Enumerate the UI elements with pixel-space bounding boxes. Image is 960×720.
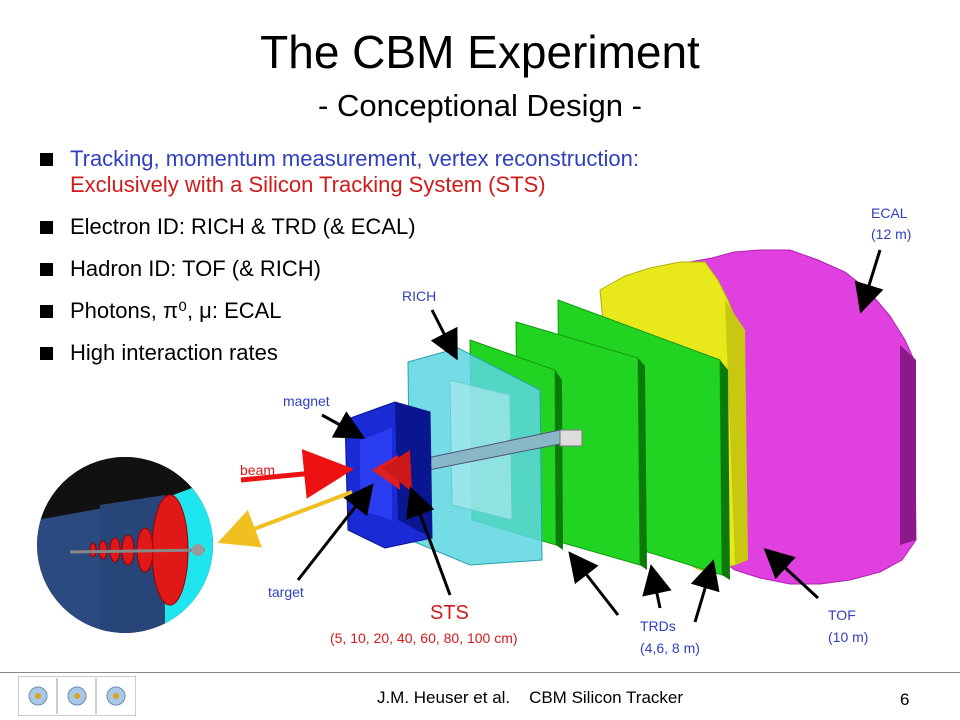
ecal-arrow [854, 249, 884, 314]
sts-label: STS [430, 602, 469, 624]
logo-strip [18, 676, 136, 716]
target-arrow [296, 483, 374, 581]
target-label: target [268, 584, 304, 600]
bullet-text: Photons, π⁰, μ: ECAL [70, 298, 282, 323]
sts-distances: (5, 10, 20, 40, 60, 80, 100 cm) [330, 630, 518, 646]
ecal-distance: (12 m) [871, 226, 912, 242]
beam-pipe-end [559, 429, 583, 447]
bullet-marker [40, 305, 53, 318]
bullet-marker [40, 221, 53, 234]
footer-text: J.M. Heuser et al. CBM Silicon Tracker [320, 688, 740, 708]
trds-label: TRDs [640, 618, 676, 634]
footer-author: J.M. Heuser et al. [376, 688, 511, 707]
magnet-arrow [321, 411, 366, 439]
rich-label: RICH [402, 288, 437, 304]
footer-topic: CBM Silicon Tracker [529, 688, 684, 707]
magnet-label: magnet [283, 393, 330, 409]
zoom-link-arrow [217, 490, 353, 548]
bullet-marker [40, 153, 53, 166]
slide-subtitle: - Conceptional Design - [318, 88, 642, 123]
tof-arrow [763, 547, 820, 600]
bullet-list: Tracking, momentum measurement, vertex r… [40, 146, 800, 382]
bullet-subtext: Exclusively with a Silicon Tracking Syst… [70, 172, 546, 197]
bullet-photons: Photons, π⁰, μ: ECAL [40, 298, 800, 324]
bullet-text: High interaction rates [70, 340, 278, 365]
trd3-arrow [690, 559, 720, 623]
beam-arrow [240, 448, 354, 499]
trd2-arrow [642, 564, 672, 609]
bullet-text: Hadron ID: TOF (& RICH) [70, 256, 322, 281]
bullet-electron-id: Electron ID: RICH & TRD (& ECAL) [40, 214, 800, 240]
slide-title: The CBM Experiment [260, 26, 700, 78]
bullet-tracking: Tracking, momentum measurement, vertex r… [40, 146, 800, 198]
trd1-arrow [568, 551, 620, 616]
ecal-label: ECAL [871, 205, 908, 221]
trds-distances: (4,6, 8 m) [640, 640, 700, 656]
footer-divider [0, 672, 960, 673]
bullet-rates: High interaction rates [40, 340, 800, 366]
sts-arrow [406, 486, 452, 596]
sts-stations [372, 450, 412, 492]
bullet-marker [40, 347, 53, 360]
rich-arrow [430, 309, 458, 361]
bullet-marker [40, 263, 53, 276]
tof-label: TOF [828, 607, 856, 623]
tof-distance: (10 m) [828, 629, 869, 645]
bullet-text: Electron ID: RICH & TRD (& ECAL) [70, 214, 416, 239]
beam-label: beam [240, 462, 276, 478]
bullet-hadron-id: Hadron ID: TOF (& RICH) [40, 256, 800, 282]
bullet-text: Tracking, momentum measurement, vertex r… [70, 146, 639, 171]
sts-zoom-inset [37, 457, 213, 633]
page-number: 6 [900, 690, 910, 709]
